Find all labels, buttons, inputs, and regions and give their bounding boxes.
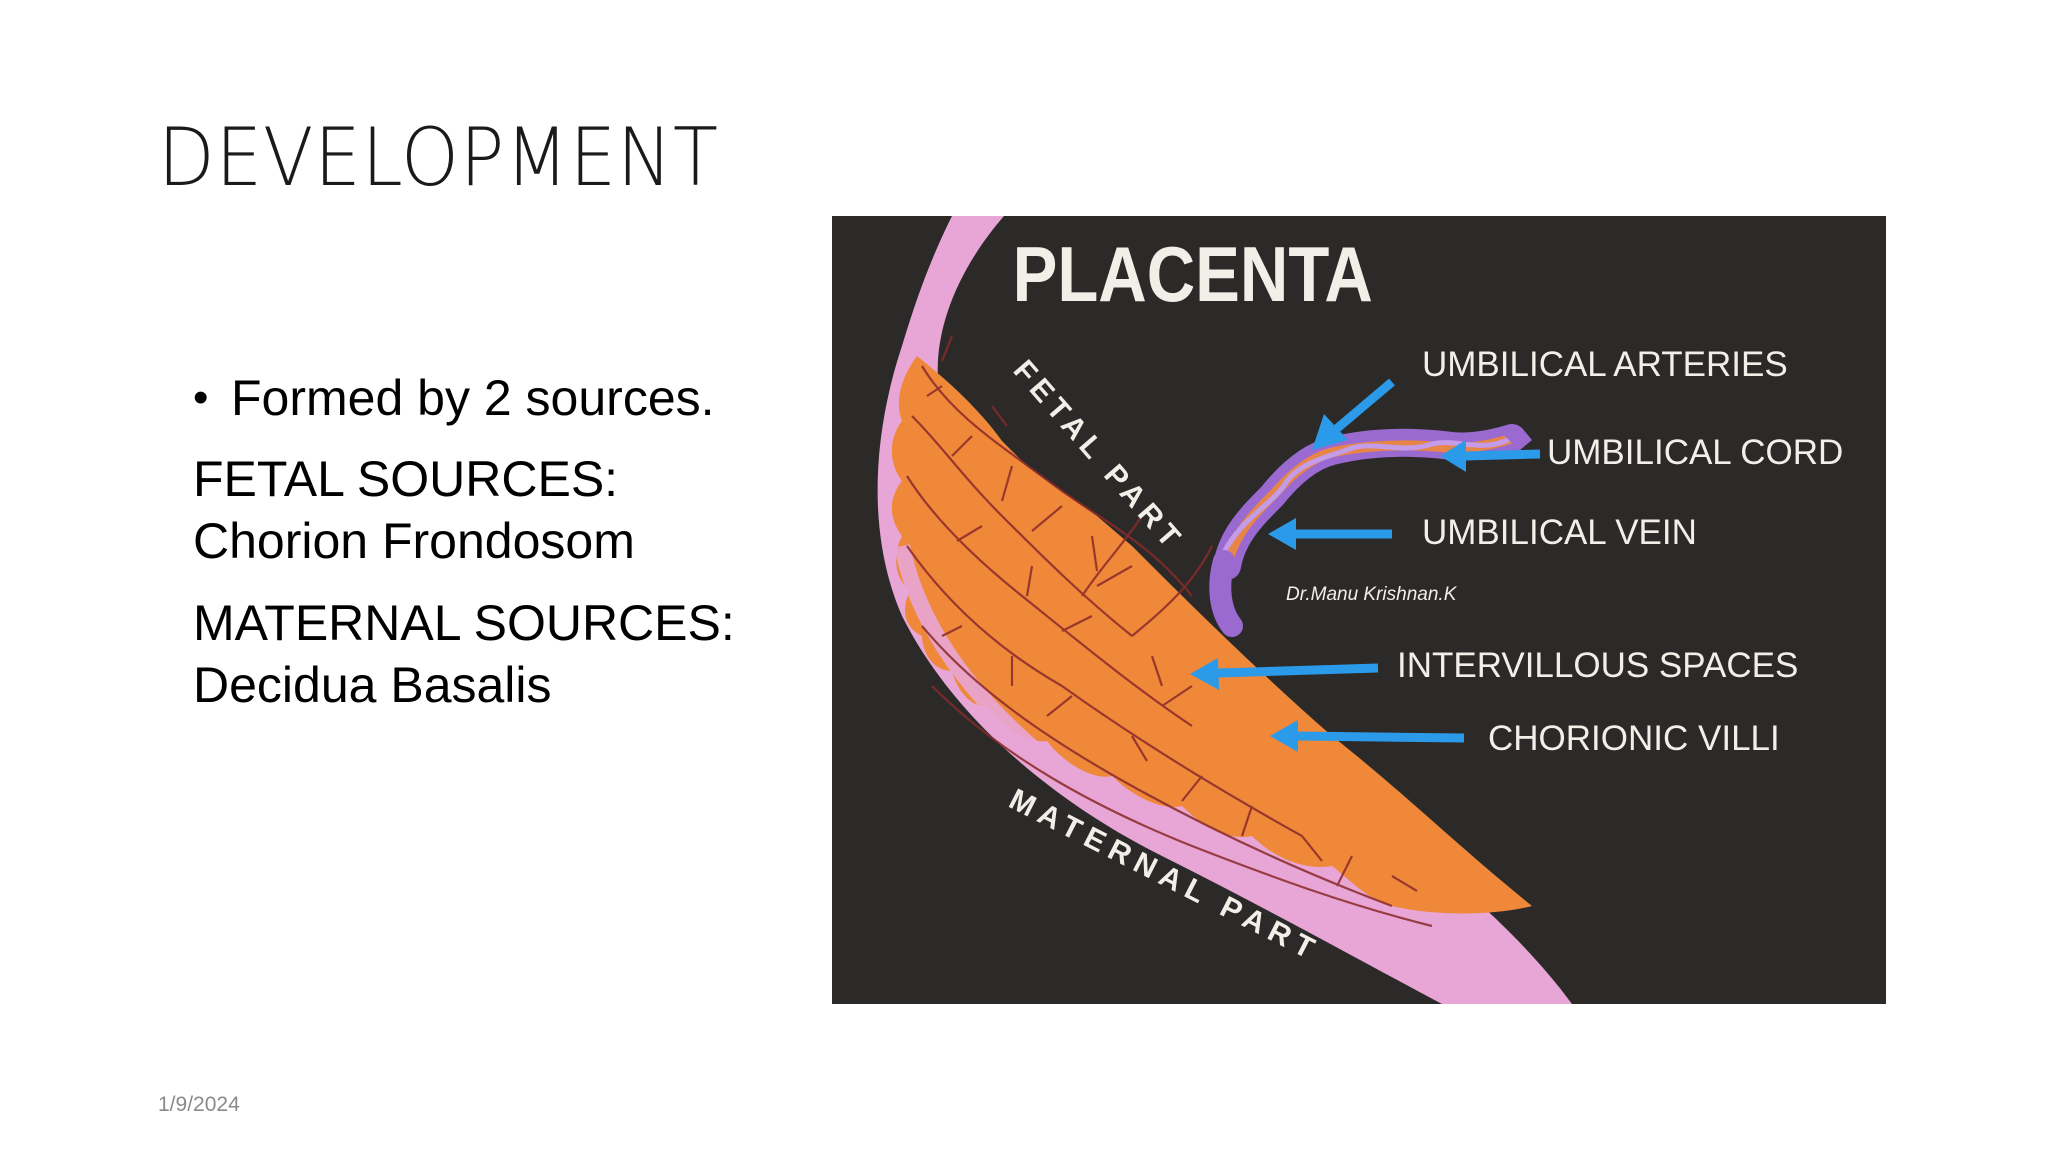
slide-date: 1/9/2024	[158, 1093, 240, 1116]
maternal-sources-heading: MATERNAL SOURCES:	[193, 595, 735, 651]
slide-body: • Formed by 2 sources. FETAL SOURCES: Ch…	[193, 368, 813, 716]
placenta-diagram-svg: PLACENTA UMBILICAL ARTERIES UMBILICAL CO…	[877, 216, 1843, 1004]
cord-base	[1209, 550, 1243, 637]
diagram-title: PLACENTA	[1013, 231, 1373, 318]
placenta-diagram: PLACENTA UMBILICAL ARTERIES UMBILICAL CO…	[832, 216, 1886, 1004]
bullet-dot-icon: •	[193, 373, 209, 422]
label-intervillous-spaces: INTERVILLOUS SPACES	[1397, 646, 1798, 685]
label-umbilical-vein: UMBILICAL VEIN	[1422, 513, 1697, 552]
arrow-umbilical-cord	[1440, 440, 1541, 472]
arrow-intervillous-spaces	[1190, 658, 1379, 690]
watermark-text: Dr.Manu Krishnan.K	[1286, 584, 1458, 605]
bullet-text: Formed by 2 sources.	[231, 370, 715, 426]
maternal-sources-paragraph: MATERNAL SOURCES: Decidua Basalis	[193, 592, 813, 716]
arrow-umbilical-arteries	[1312, 378, 1395, 450]
label-chorionic-villi: CHORIONIC VILLI	[1488, 719, 1780, 758]
umbilical-arteries	[1219, 435, 1515, 559]
slide-title: DEVELOPMENT	[158, 111, 719, 204]
blood-vessels	[906, 335, 1433, 928]
pointer-arrows	[1190, 378, 1541, 752]
arrow-chorionic-villi	[1270, 720, 1465, 752]
maternal-decidua-layer	[894, 544, 1395, 944]
label-umbilical-arteries: UMBILICAL ARTERIES	[1422, 345, 1788, 384]
arrow-umbilical-vein	[1268, 518, 1392, 550]
bullet-item: • Formed by 2 sources.	[193, 368, 813, 428]
label-umbilical-cord: UMBILICAL CORD	[1547, 433, 1843, 472]
fetal-sources-paragraph: FETAL SOURCES: Chorion Frondosom	[193, 448, 813, 572]
chorionic-villi-region	[891, 356, 1532, 914]
maternal-sources-value: Decidua Basalis	[193, 657, 552, 713]
cord-tip	[1500, 428, 1532, 450]
fetal-sources-heading: FETAL SOURCES:	[193, 451, 619, 507]
fetal-sources-value: Chorion Frondosom	[193, 513, 635, 569]
